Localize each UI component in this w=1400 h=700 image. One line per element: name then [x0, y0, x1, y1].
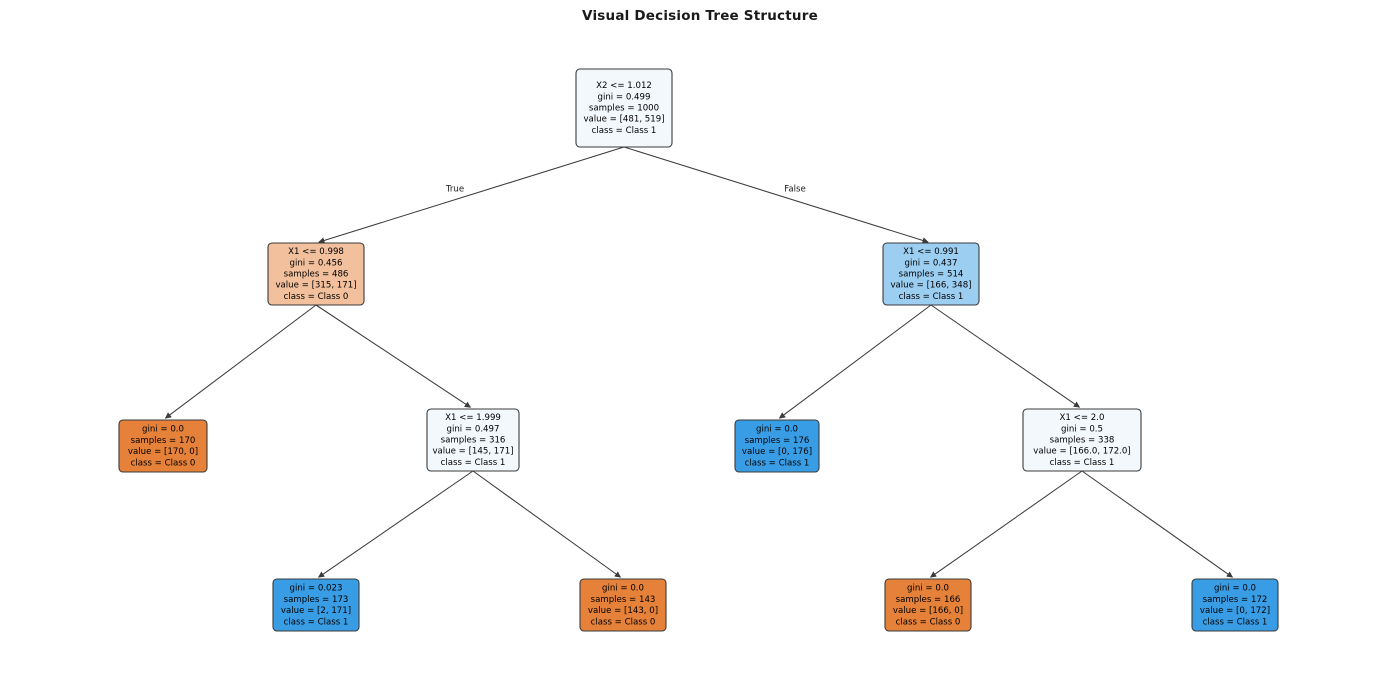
node-text-line: value = [166, 0]	[893, 606, 963, 616]
node-text-line: samples = 1000	[589, 104, 659, 114]
tree-edge	[318, 146, 625, 244]
node-text-line: value = [2, 171]	[281, 606, 351, 616]
node-text-line: gini = 0.5	[1061, 424, 1103, 434]
node-box	[1022, 408, 1142, 472]
node-text-line: X1 <= 2.0	[1060, 413, 1105, 423]
node-box	[267, 242, 365, 306]
tree-edge-labels: True False	[445, 185, 806, 195]
tree-edge	[778, 304, 932, 419]
node-text-line: samples = 166	[896, 595, 961, 605]
node-box	[884, 578, 972, 632]
node-text-line: class = Class 0	[591, 617, 656, 627]
node-text-line: gini = 0.0	[756, 425, 798, 435]
node-text-line: samples = 143	[591, 595, 656, 605]
node-text-line: gini = 0.023	[290, 584, 343, 594]
node-box	[272, 578, 360, 632]
node-text-line: gini = 0.0	[907, 584, 949, 594]
node-text-line: X1 <= 1.999	[445, 413, 501, 423]
node-text-line: class = Class 0	[896, 617, 961, 627]
node-box	[575, 68, 673, 148]
node-text-line: gini = 0.0	[1214, 584, 1256, 594]
node-text-line: class = Class 1	[441, 458, 506, 468]
node-text-line: gini = 0.437	[905, 258, 958, 268]
node-text-line: class = Class 0	[284, 292, 349, 302]
node-text-line: value = [143, 0]	[588, 606, 658, 616]
node-text-line: samples = 514	[899, 270, 964, 280]
node-text-line: class = Class 1	[592, 126, 657, 136]
node-text-line: class = Class 1	[899, 292, 964, 302]
node-text-line: samples = 486	[284, 270, 349, 280]
node-text-line: samples = 172	[1203, 595, 1268, 605]
node-text-line: value = [166, 348]	[890, 281, 971, 291]
node-text-line: value = [481, 519]	[583, 115, 664, 125]
node-box	[579, 578, 667, 632]
node-text-line: class = Class 1	[1203, 617, 1268, 627]
tree-edge	[164, 304, 317, 419]
edge-label-false: False	[784, 185, 806, 195]
page-title: Visual Decision Tree Structure	[582, 8, 818, 24]
node-text-line: X1 <= 0.991	[903, 247, 959, 257]
node-box	[118, 419, 208, 473]
node-text-line: value = [170, 0]	[128, 447, 198, 457]
node-text-line: value = [315, 171]	[275, 281, 356, 291]
node-text-line: value = [0, 176]	[742, 447, 812, 457]
node-text-line: gini = 0.499	[598, 92, 651, 102]
node-text-line: gini = 0.456	[290, 258, 343, 268]
node-text-line: value = [166.0, 172.0]	[1033, 447, 1131, 457]
node-text-line: class = Class 0	[131, 458, 196, 468]
tree-edge	[930, 304, 1081, 408]
node-text-line: samples = 170	[131, 436, 196, 446]
node-text-line: class = Class 1	[745, 458, 810, 468]
node-box	[1191, 578, 1279, 632]
node-text-line: samples = 338	[1050, 436, 1115, 446]
node-box	[426, 408, 520, 472]
tree-edge	[929, 470, 1083, 578]
node-text-line: gini = 0.0	[602, 584, 644, 594]
node-box	[882, 242, 980, 306]
node-text-line: gini = 0.497	[447, 424, 500, 434]
node-text-line: samples = 173	[284, 595, 349, 605]
tree-edge	[623, 146, 929, 244]
node-text-line: X2 <= 1.012	[596, 81, 652, 91]
node-text-line: class = Class 1	[284, 617, 349, 627]
tree-edges	[164, 146, 1234, 578]
node-text-line: value = [145, 171]	[432, 447, 513, 457]
tree-edge	[315, 304, 472, 408]
node-text-line: samples = 176	[745, 436, 810, 446]
node-box	[734, 419, 820, 473]
node-text-line: value = [0, 172]	[1200, 606, 1270, 616]
tree-edge	[472, 470, 622, 578]
node-text-line: samples = 316	[441, 436, 506, 446]
node-text-line: X1 <= 0.998	[288, 247, 344, 257]
tree-edge	[1081, 470, 1234, 578]
tree-edge	[317, 470, 474, 578]
edge-label-true: True	[445, 185, 464, 195]
node-text-line: class = Class 1	[1050, 458, 1115, 468]
node-text-line: gini = 0.0	[142, 425, 184, 435]
